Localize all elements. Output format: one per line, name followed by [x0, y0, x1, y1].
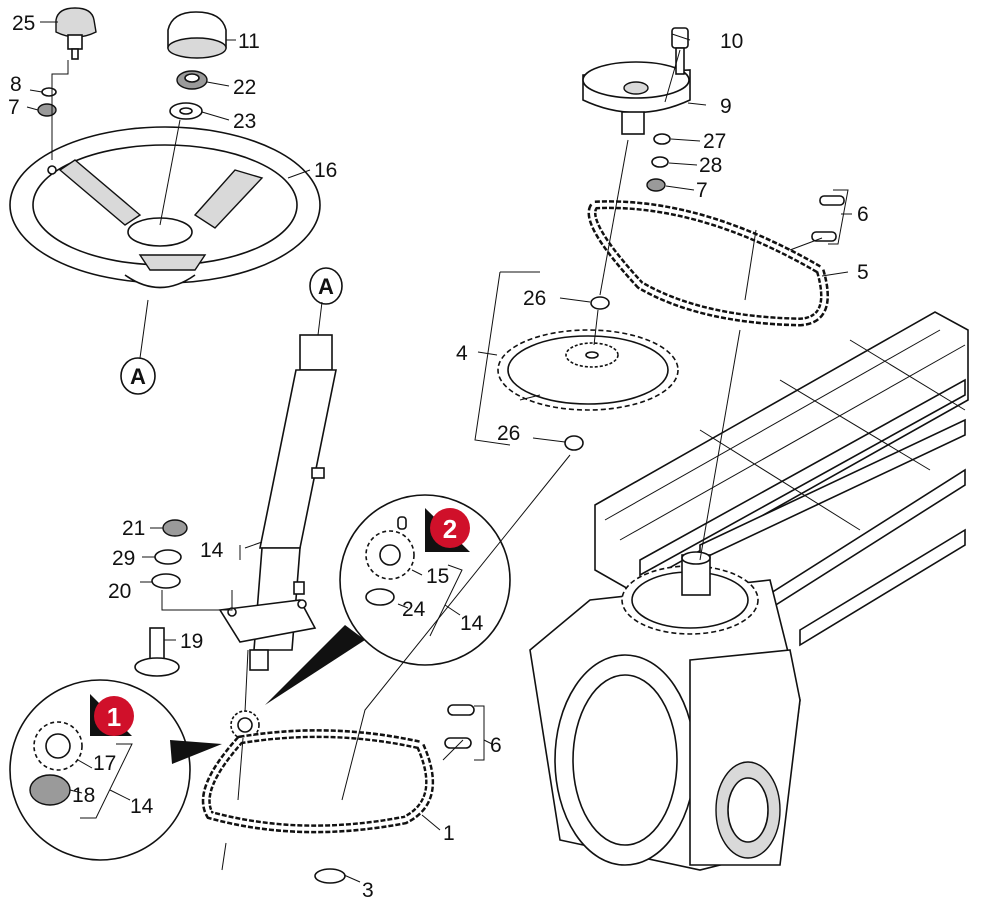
label-24: 24 [402, 598, 426, 621]
callout-1-badge [94, 696, 134, 736]
detail-2-sprocket [365, 530, 415, 580]
leader-lines [26, 21, 852, 883]
label-14c: 14 [130, 795, 154, 818]
steering-column [218, 334, 337, 671]
small-nut [37, 103, 57, 117]
detail-1-sprocket [33, 721, 83, 771]
callout-1-number: 1 [107, 702, 121, 732]
label-6a: 6 [857, 203, 869, 226]
label-7b: 7 [696, 179, 708, 202]
label-5: 5 [857, 261, 869, 284]
label-11: 11 [238, 30, 260, 53]
label-22: 22 [233, 76, 256, 99]
column-nut [162, 519, 188, 537]
lower-chain [201, 729, 435, 834]
part-labels: 25 8 7 11 22 23 16 21 14 29 20 19 17 18 … [8, 12, 869, 902]
label-20: 20 [108, 580, 131, 603]
master-link [444, 704, 475, 749]
detail-1-nut [29, 774, 71, 806]
label-14a: 14 [200, 539, 224, 562]
wheel-gear [621, 551, 759, 635]
detail-circle-1: 1 [9, 679, 222, 861]
label-15: 15 [426, 565, 449, 588]
upper-master-link [811, 195, 845, 242]
nut-7 [646, 178, 666, 192]
svg-text:A: A [318, 274, 334, 299]
bushing [590, 296, 610, 310]
label-25: 25 [12, 12, 35, 35]
label-6b: 6 [490, 734, 502, 757]
bushing-lower [564, 435, 584, 451]
label-1: 1 [443, 822, 455, 845]
upper-chain [587, 200, 829, 327]
callout-2-number: 2 [443, 514, 457, 544]
clip [314, 868, 346, 884]
small-washer [41, 87, 57, 97]
cap [167, 11, 227, 59]
washer-27 [653, 133, 671, 145]
top-bolt [671, 27, 689, 75]
label-26b: 26 [497, 422, 520, 445]
svg-text:A: A [130, 364, 146, 389]
label-14b: 14 [460, 612, 484, 635]
lock-washer-28 [651, 156, 669, 168]
label-26a: 26 [523, 287, 546, 310]
drive-wheel [529, 579, 801, 871]
lock-washer [154, 549, 182, 565]
label-28: 28 [699, 154, 722, 177]
label-29: 29 [112, 547, 135, 570]
label-27: 27 [703, 130, 726, 153]
label-18: 18 [72, 784, 95, 807]
frame [594, 311, 969, 647]
label-4: 4 [456, 342, 468, 365]
reference-a-bottom: A [120, 357, 156, 395]
knob [55, 7, 97, 60]
reference-a-top: A [309, 267, 343, 305]
label-16: 16 [314, 159, 337, 182]
callout-2-badge [430, 508, 470, 548]
bolt [134, 627, 180, 677]
label-8: 8 [10, 73, 22, 96]
label-17: 17 [93, 752, 116, 775]
label-9: 9 [720, 95, 732, 118]
big-sprocket [497, 329, 679, 411]
label-3: 3 [362, 879, 374, 902]
flat-washer [151, 573, 181, 589]
label-23: 23 [233, 110, 256, 133]
label-7a: 7 [8, 96, 20, 119]
plate [582, 61, 691, 135]
label-10: 10 [720, 30, 743, 53]
label-19: 19 [180, 630, 203, 653]
steering-wheel [9, 126, 321, 289]
detail-2-washer [365, 588, 395, 606]
detail-circle-2: 2 [265, 494, 511, 705]
label-21: 21 [122, 517, 145, 540]
